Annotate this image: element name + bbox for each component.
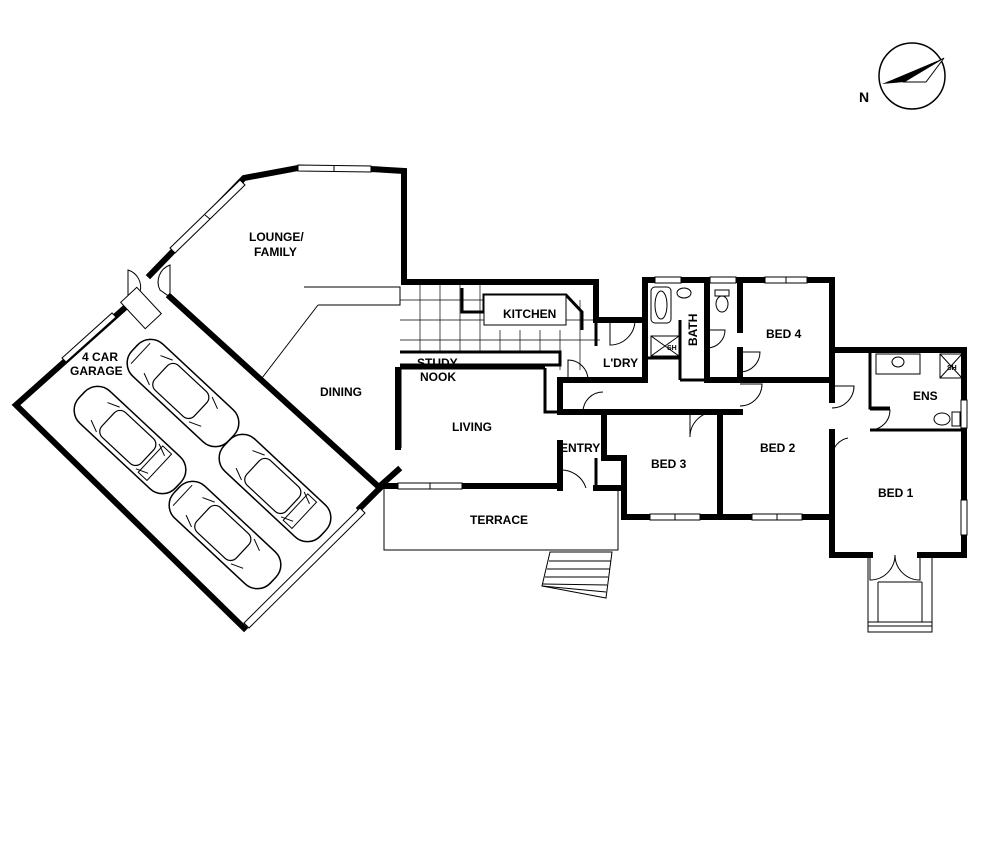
dining-partition [304, 286, 401, 306]
bed1-door-left [869, 554, 896, 581]
kitchen-tiles [400, 284, 600, 370]
ensuite-wall [829, 347, 967, 558]
hall-wall-top [704, 347, 743, 383]
laundry-label: L'DRY [603, 356, 638, 370]
hall-door-living [582, 391, 604, 413]
bed1: BED 1 [829, 429, 968, 633]
garage-label-line2: GARAGE [70, 364, 123, 378]
garage-door-jamb [355, 483, 385, 513]
bed1-window [960, 499, 968, 536]
bath-label: BATH [686, 314, 700, 346]
garage-window [61, 312, 117, 363]
garage-lounge-door [119, 264, 171, 330]
bed1-label: BED 1 [878, 486, 914, 500]
bed1-wall [829, 429, 873, 558]
ensuite-shower-label: SH [947, 365, 957, 372]
lounge-label-line1: LOUNGE/ [249, 230, 304, 244]
ensuite-toilet-icon [933, 411, 961, 427]
bed3-label: BED 3 [651, 457, 687, 471]
garage: 4 CAR GARAGE [11, 292, 385, 633]
entry-label: ENTRY [560, 441, 600, 455]
study-bench [400, 350, 562, 367]
bed4-door [739, 351, 761, 373]
dining-label: DINING [320, 385, 362, 399]
bath-basin [676, 287, 692, 299]
study-label-line2: NOOK [420, 370, 456, 384]
laundry-door-2 [567, 359, 589, 381]
ensuite-door [869, 409, 891, 431]
laundry-wall [557, 317, 648, 415]
garage-door-opening [243, 507, 366, 629]
kitchen: KITCHEN STUDY NOOK [400, 279, 600, 384]
kitchen-island [483, 294, 567, 326]
compass-ring [878, 42, 946, 110]
terrace: TERRACE [383, 482, 619, 599]
terrace-steps [541, 551, 613, 599]
bath-shower-label: SH [667, 345, 677, 352]
ensuite-basin [891, 356, 905, 368]
ensuite: SH ENS [829, 277, 968, 558]
car-4 [168, 480, 282, 590]
terrace-outline [383, 488, 619, 551]
entry-door [559, 469, 587, 489]
car-2 [73, 385, 187, 495]
bathtub [650, 286, 672, 324]
ensuite-window [960, 399, 968, 429]
hall-wall-bottom [557, 409, 607, 446]
bath-block: SH BATH [642, 276, 743, 382]
car-3 [218, 433, 332, 543]
terrace-label: TERRACE [470, 513, 528, 527]
garage-label-line1: 4 CAR [82, 350, 118, 364]
laundry-door [609, 319, 636, 346]
hall-door-bed2 [739, 383, 763, 407]
bed2-door [831, 385, 855, 409]
lounge-dining-walls: LOUNGE/ FAMILY DINING [145, 164, 407, 491]
lounge-label-line2: FAMILY [254, 245, 297, 259]
study-label-line1: STUDY [417, 356, 458, 370]
wc-window [709, 276, 737, 284]
bed3: BED 3 [601, 409, 723, 521]
ensuite-inner-wall [868, 350, 890, 410]
garage-wall-right [165, 292, 385, 493]
compass-north-label: N [859, 89, 869, 105]
bed4: BED 4 [737, 276, 835, 383]
kitchen-wall-top [401, 279, 599, 323]
bed1-door-right [894, 554, 921, 581]
ensuite-shower [939, 353, 963, 379]
laundry: L'DRY [557, 317, 648, 415]
compass-needle-shade [902, 57, 945, 83]
entry: ENTRY [557, 440, 627, 491]
wc-toilet-icon [714, 289, 730, 313]
lounge-wall-top-right [367, 165, 407, 285]
hallway [557, 347, 763, 446]
living-label: LIVING [452, 420, 492, 434]
compass: N [859, 42, 946, 110]
bath-window [654, 276, 682, 284]
bed2-label: BED 2 [760, 441, 796, 455]
compass-needle-icon [882, 58, 944, 84]
living-step [543, 368, 560, 414]
bed1-deck [867, 556, 933, 633]
bed4-label: BED 4 [766, 327, 802, 341]
bath-shower [650, 335, 680, 357]
ensuite-label: ENS [913, 389, 938, 403]
hall-door-bed3 [689, 411, 716, 438]
kitchen-label: KITCHEN [503, 307, 556, 321]
living: LIVING [377, 368, 560, 489]
